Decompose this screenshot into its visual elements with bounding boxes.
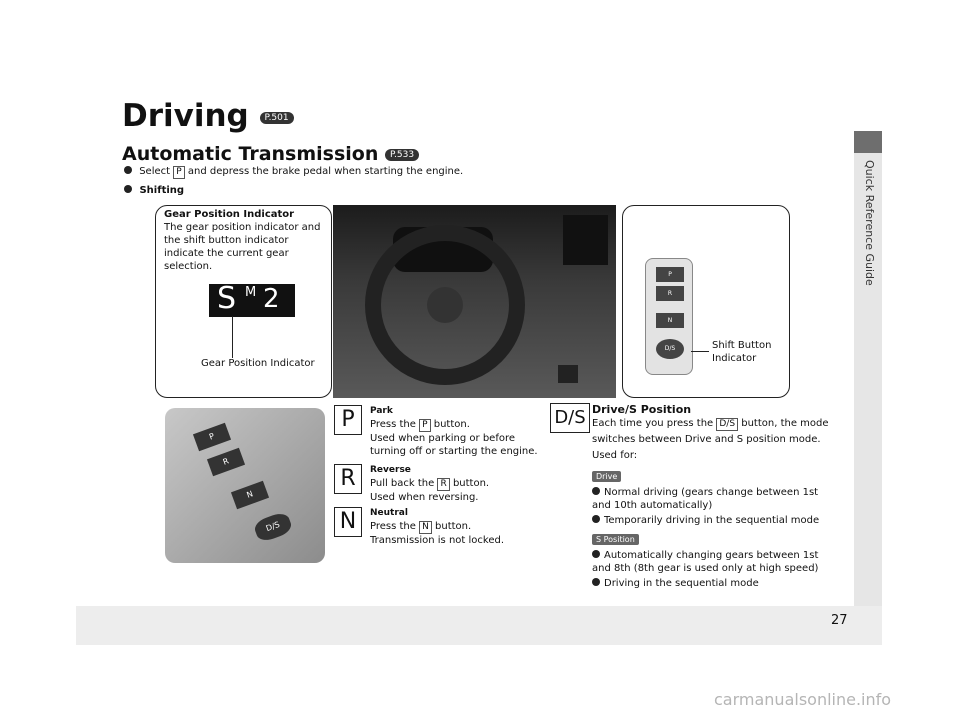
shift-button-label-line1: Shift Button: [712, 340, 772, 351]
used-for-label: Used for:: [592, 450, 638, 461]
page-title: Driving P.501: [122, 98, 294, 134]
reverse-line1-suffix: button.: [452, 478, 490, 489]
key-p: P: [173, 166, 185, 179]
s-item-1-text: Automatically changing gears between 1st…: [592, 550, 819, 574]
key-ds: D/S: [716, 418, 739, 431]
bullet-icon: [592, 578, 600, 586]
drive-item-1-text: Normal driving (gears change between 1st…: [592, 487, 819, 511]
s-position-tag: S Position: [592, 534, 639, 545]
gear-display: S M 2: [209, 281, 295, 317]
gear-indicator-label: Gear Position Indicator: [201, 358, 315, 369]
neutral-line1-suffix: button.: [435, 521, 472, 532]
section-title: Automatic Transmission P.533: [122, 143, 420, 165]
panel-p-button: P: [656, 267, 684, 282]
panel-ds-button: D/S: [656, 339, 684, 359]
park-heading: Park: [370, 406, 393, 416]
s-item-2-text: Driving in the sequential mode: [604, 578, 759, 589]
neutral-line2: Transmission is not locked.: [370, 535, 505, 546]
shift-button-label-line2: Indicator: [712, 353, 757, 364]
s-item-1: Automatically changing gears between 1st…: [592, 549, 837, 575]
gear-indicator-text: Gear Position Indicator The gear positio…: [164, 208, 324, 273]
reverse-line2: Used when reversing.: [370, 492, 479, 503]
reverse-line1-prefix: Pull back the: [370, 478, 435, 489]
drive-s-symbol: D/S: [550, 403, 590, 433]
side-tab: [854, 131, 882, 606]
side-tab-marker: [854, 131, 882, 153]
shift-button-callout: P R N D/S Shift Button Indicator: [622, 205, 790, 398]
photo-r-button: R: [206, 447, 246, 477]
footer-band: [76, 606, 882, 645]
gear-leader-line: [232, 316, 233, 358]
select-prefix: Select: [139, 166, 171, 177]
gear-indicator-callout: Gear Position Indicator The gear positio…: [155, 205, 332, 398]
reverse-heading: Reverse: [370, 465, 411, 475]
park-line1-suffix: button.: [433, 419, 470, 430]
shifting-text: Shifting: [139, 185, 185, 196]
title-page-ref[interactable]: P.501: [259, 111, 294, 124]
neutral-symbol: N: [334, 507, 362, 537]
gear-indicator-heading: Gear Position Indicator: [164, 209, 295, 220]
bullet-icon: [592, 550, 600, 558]
watermark: carmanualsonline.info: [714, 690, 892, 709]
reverse-symbol: R: [334, 464, 362, 494]
shifting-label: Shifting: [124, 185, 184, 196]
bullet-icon: [592, 515, 600, 523]
key-p: P: [419, 419, 431, 432]
drive-item-2: Temporarily driving in the sequential mo…: [592, 514, 837, 527]
drive-tag: Drive: [592, 471, 622, 482]
park-symbol: P: [334, 405, 362, 435]
select-instruction: Select P and depress the brake pedal whe…: [124, 166, 463, 179]
neutral-line1-prefix: Press the: [370, 521, 416, 532]
gear-indicator-description: The gear position indicator and the shif…: [164, 222, 321, 272]
bullet-icon: [592, 487, 600, 495]
gear-display-manual: M: [245, 285, 257, 300]
shifter-photo: P R N D/S: [165, 408, 325, 563]
panel-r-button: R: [656, 286, 684, 301]
neutral-description: Neutral Press the N button. Transmission…: [370, 507, 548, 547]
reverse-description: Reverse Pull back the R button. Used whe…: [370, 464, 548, 504]
bullet-icon: [124, 185, 132, 193]
side-tab-label: Quick Reference Guide: [863, 160, 876, 286]
drive-item-1: Normal driving (gears change between 1st…: [592, 486, 837, 512]
park-line1-prefix: Press the: [370, 419, 416, 430]
dashboard-photo: [333, 205, 616, 398]
section-page-ref[interactable]: P.533: [385, 148, 420, 161]
photo-ds-button: D/S: [252, 510, 294, 544]
section-title-text: Automatic Transmission: [122, 143, 379, 165]
drive-item-2-text: Temporarily driving in the sequential mo…: [604, 515, 820, 526]
key-n: N: [419, 521, 432, 534]
key-r: R: [437, 478, 450, 491]
park-description: Park Press the P button. Used when parki…: [370, 405, 548, 458]
bullet-icon: [124, 166, 132, 174]
park-line2: Used when parking or before turning off …: [370, 433, 538, 457]
steering-wheel-illustration: [365, 215, 608, 385]
shift-button-label: Shift Button Indicator: [712, 339, 771, 365]
neutral-heading: Neutral: [370, 508, 408, 518]
s-item-2: Driving in the sequential mode: [592, 577, 837, 590]
drive-s-line-suffix: button, the mode switches between Drive …: [592, 418, 829, 445]
photo-n-button: N: [230, 480, 270, 510]
select-suffix: and depress the brake pedal when startin…: [187, 166, 464, 177]
shift-leader-line: [691, 351, 709, 352]
shift-button-panel: P R N D/S: [645, 258, 693, 375]
photo-p-button: P: [192, 422, 232, 452]
drive-s-line-prefix: Each time you press the: [592, 418, 714, 429]
panel-n-button: N: [656, 313, 684, 328]
drive-s-heading: Drive/S Position: [592, 403, 692, 416]
drive-s-description: Drive/S Position Each time you press the…: [592, 403, 837, 590]
gear-display-number: 2: [263, 284, 280, 314]
page-title-text: Driving: [122, 98, 249, 134]
gear-display-mode: S: [217, 281, 237, 316]
page-number: 27: [831, 613, 848, 628]
